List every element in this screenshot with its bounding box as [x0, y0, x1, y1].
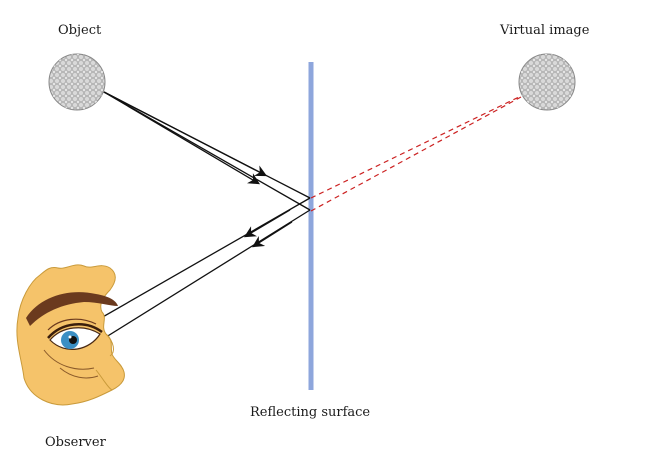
object-label: Object: [58, 23, 102, 38]
reflected-rays: [79, 197, 311, 353]
observer-face: [16, 264, 125, 406]
reflecting-surface-label: Reflecting surface: [250, 405, 370, 420]
virtual-image-label: Virtual image: [499, 23, 590, 38]
virtual-rays: [310, 95, 522, 212]
object-sphere: [48, 53, 106, 111]
observer-label: Observer: [45, 435, 107, 450]
incident-rays: [103, 91, 311, 211]
virtual-image-sphere: [518, 53, 576, 111]
eyebrow: [26, 292, 118, 326]
